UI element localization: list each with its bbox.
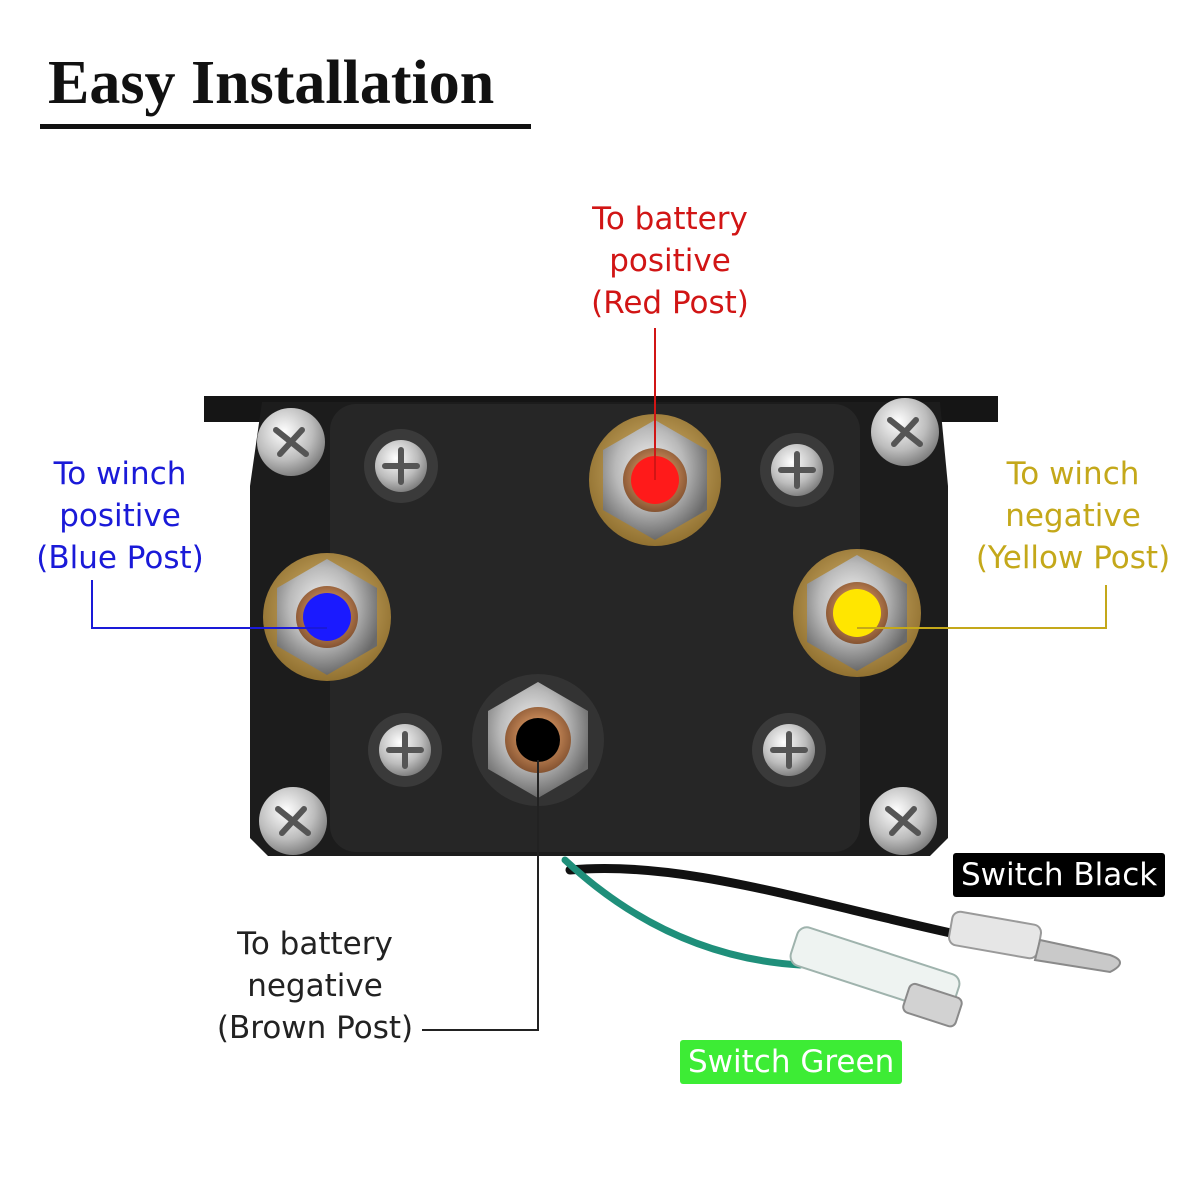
corner-screw-icon [257, 408, 325, 476]
phillips-screw-icon [752, 713, 826, 787]
leader-yellow [857, 585, 1107, 629]
blue-post [263, 553, 391, 681]
corner-screw-icon [259, 787, 327, 855]
label-winch-positive: To winch positive (Blue Post) [36, 456, 204, 576]
label-battery-positive: To battery positive (Red Post) [591, 201, 749, 321]
phillips-screw-icon [368, 713, 442, 787]
green-wire [561, 856, 804, 969]
yellow-post [793, 549, 921, 677]
black-connector [947, 910, 1043, 960]
phillips-screw-icon [364, 429, 438, 503]
switch-wires [561, 856, 1121, 1028]
label-winch-negative: To winch negative (Yellow Post) [975, 456, 1171, 576]
corner-screw-icon [869, 787, 937, 855]
switch-green-tag: Switch Green [680, 1040, 903, 1084]
label-battery-negative: To battery negative (Brown Post) [216, 926, 414, 1046]
title-underline [40, 124, 531, 129]
black-wire [565, 863, 965, 940]
leader-blue [91, 580, 327, 629]
phillips-screw-icon [760, 433, 834, 507]
page-title: Easy Installation [48, 49, 495, 117]
brown-post [472, 674, 604, 806]
corner-screw-icon [871, 398, 939, 466]
switch-black-tag: Switch Black [953, 853, 1166, 897]
leader-brown [422, 760, 539, 1031]
